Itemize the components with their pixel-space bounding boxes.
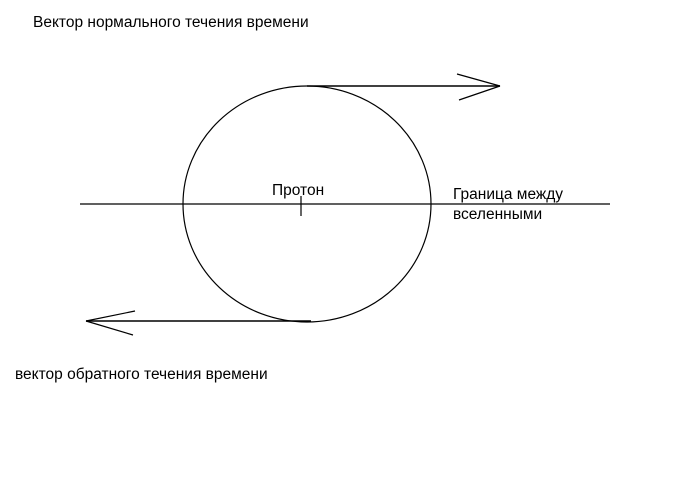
forward-time-arrow [307,73,501,101]
proton-label: Протон [272,182,325,199]
forward-vector-label: Вектор нормального течения времени [33,14,309,31]
reverse-time-arrow [85,310,311,336]
boundary-label-line1: Граница между [453,186,564,203]
reverse-vector-label: вектор обратного течения времени [15,366,268,383]
boundary-label-line2: вселенными [453,206,543,223]
